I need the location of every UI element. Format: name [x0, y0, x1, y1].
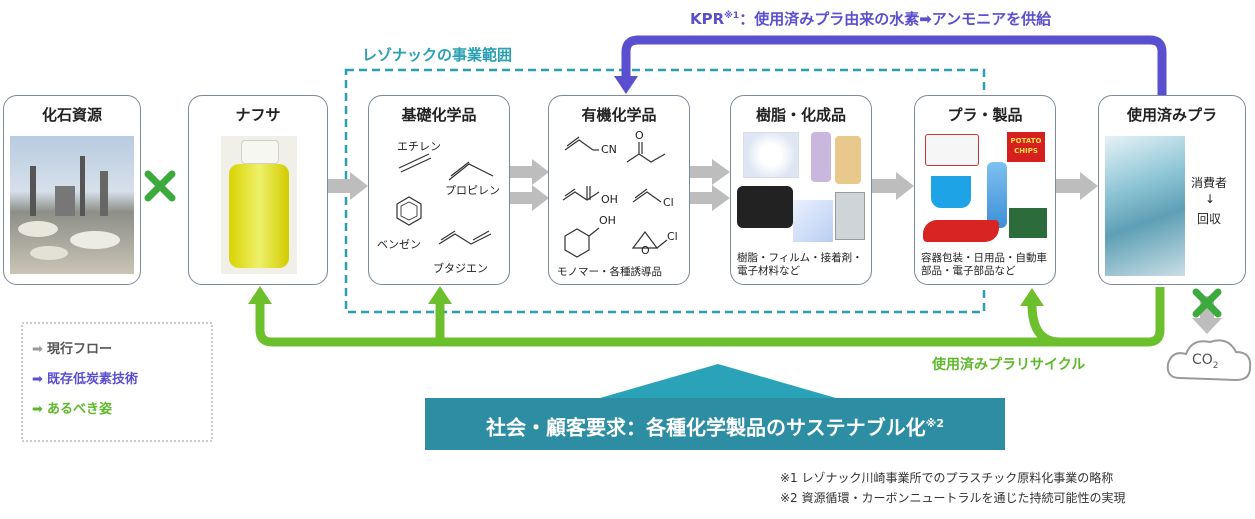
- stage-resins: 樹脂・化成品 樹脂・フィルム・接着剤・電子材料など: [730, 95, 872, 285]
- recycle-arrow-head-naphtha: [248, 286, 272, 304]
- organic-caption: モノマー・各種誘導品: [557, 266, 662, 278]
- kpr-label: KPR: [690, 10, 725, 28]
- rubber-parts-photo: [737, 186, 793, 228]
- legend-text: あるべき姿: [47, 402, 113, 417]
- resins-caption: 樹脂・フィルム・接着剤・電子材料など: [737, 252, 863, 277]
- stage-title: プラ・製品: [947, 106, 1023, 124]
- co2-label: CO2: [1192, 352, 1219, 371]
- stage-title: 基礎化学品: [401, 106, 477, 124]
- co2-sub: 2: [1212, 360, 1219, 371]
- epichlorohydrin-cl-label: Cl: [667, 230, 678, 243]
- recycle-loop-arrow: [255, 287, 1165, 347]
- stage-title: 化石資源: [41, 106, 102, 124]
- cloud-icon: [1166, 339, 1252, 382]
- banner-note-ref: ※2: [925, 417, 944, 430]
- stage-title: ナフサ: [235, 106, 281, 124]
- refinery-photo: [10, 136, 134, 274]
- can-photo: [835, 192, 865, 240]
- stage-naphtha: ナフサ: [188, 95, 328, 285]
- bucket-photo: [931, 176, 971, 208]
- butadiene-label: ブタジエン: [433, 262, 488, 275]
- kpr-note-ref: ※1: [724, 11, 740, 21]
- legend-frame: [21, 322, 213, 442]
- recycle-arrow-head-basic: [428, 286, 452, 304]
- kpr-arrow-head: [614, 76, 638, 94]
- stage-title: 使用済みプラ: [1126, 106, 1217, 124]
- stage-organic-chemicals: 有機化学品 CN O OH OH Cl Cl O モノマー・各種誘導品: [548, 95, 690, 285]
- products-caption: 容器包装・日用品・自動車部品・電子部品など: [921, 252, 1047, 277]
- legend-arrow-icon: ➡: [32, 402, 43, 417]
- arrow-plastic-used: [1056, 172, 1098, 200]
- nitrile-group-label: CN: [601, 143, 617, 156]
- kpr-description: ：使用済みプラ由来の水素➡アンモニアを供給: [739, 10, 1052, 28]
- vinyl-chloride-cl-label: Cl: [663, 196, 674, 209]
- cross-icon: [144, 170, 176, 202]
- arrow-basic-organic-2: [510, 185, 549, 211]
- epoxide-o-label: O: [641, 244, 650, 257]
- naphtha-bottle-photo: [221, 136, 297, 274]
- bumper-photo: [923, 220, 999, 242]
- arrow-used-co2: [1192, 296, 1222, 334]
- legend-item-lowcarbon: ➡ 既存低炭素技術: [32, 365, 138, 395]
- legend: ➡ 現行フロー ➡ 既存低炭素技術 ➡ あるべき姿: [32, 335, 138, 425]
- stage-title: 有機化学品: [581, 106, 657, 124]
- carbonyl-o-label: O: [635, 129, 644, 142]
- banner-text: 社会・顧客要求：各種化学製品のサステナブル化※2: [425, 398, 1005, 450]
- detergent-bottle-photo: [987, 162, 1007, 228]
- arrow-resin-plastic: [872, 172, 914, 200]
- stage-plastic-products: プラ・製品 POTATO CHIPS 容器包装・日用品・自動車部品・電子部品など: [914, 95, 1056, 285]
- organic-structures: [562, 136, 668, 258]
- co2-main: CO: [1192, 352, 1213, 368]
- stage-used-plastics: 使用済みプラ 消費者 ↓ 回収: [1098, 95, 1246, 285]
- recycle-branch-plastic: [1027, 303, 1061, 347]
- requirement-banner: [425, 398, 1005, 450]
- circuit-board-photo: [1009, 208, 1047, 238]
- banner-main: 社会・顧客要求：各種化学製品のサステナブル化: [486, 415, 926, 440]
- film-photo: [793, 200, 833, 242]
- legend-item-ideal: ➡ あるべき姿: [32, 395, 138, 425]
- kpr-flow-arrow: [621, 35, 1167, 95]
- legend-item-current: ➡ 現行フロー: [32, 335, 138, 365]
- recycle-arrow-head-plastic: [1020, 288, 1044, 306]
- potato-chips-bag: POTATO CHIPS: [1007, 132, 1045, 162]
- pellets-photo: [743, 132, 799, 178]
- kpr-heading: KPR※1：使用済みプラ由来の水素➡アンモニアを供給: [690, 8, 1051, 29]
- legend-text: 既存低炭素技術: [47, 372, 139, 387]
- footnote-1: ※1 レゾナック川崎事業所でのプラスチック原料化事業の略称: [780, 471, 1114, 485]
- arrow-naphtha-basic: [328, 172, 368, 200]
- legend-arrow-icon: ➡: [32, 342, 43, 357]
- basic-structures: [396, 153, 494, 245]
- bottle-photo: [835, 136, 861, 184]
- arrow-organic-resin-1: [690, 159, 730, 185]
- footnotes: ※1 レゾナック川崎事業所でのプラスチック原料化事業の略称 ※2 資源循環・カー…: [780, 468, 1126, 508]
- arrow-organic-resin-2: [690, 185, 730, 211]
- recycle-label: 使用済みプラリサイクル: [932, 357, 1086, 373]
- ethylene-label: エチレン: [397, 140, 441, 153]
- cross-icon: [1192, 288, 1222, 318]
- food-tray-photo: [925, 134, 979, 166]
- stage-basic-chemicals: 基礎化学品 エチレン プロピレン ベンゼン ブタジエン: [368, 95, 510, 285]
- collection-label: 回収: [1197, 212, 1222, 226]
- acrylic-oh-label: OH: [601, 193, 618, 206]
- down-arrow-icon: ↓: [1205, 192, 1216, 206]
- bottle-photo: [811, 132, 831, 182]
- stage-fossil-resources: 化石資源: [3, 95, 141, 285]
- consumer-label: 消費者: [1191, 176, 1228, 190]
- phenol-oh-label: OH: [599, 214, 616, 227]
- benzene-label: ベンゼン: [377, 238, 421, 251]
- legend-text: 現行フロー: [47, 342, 113, 357]
- business-scope-label: レゾナックの事業範囲: [362, 46, 513, 64]
- arrow-basic-organic-1: [510, 159, 549, 185]
- propylene-label: プロピレン: [445, 184, 500, 197]
- stage-title: 樹脂・化成品: [755, 106, 846, 124]
- plastic-waste-photo: [1105, 136, 1185, 276]
- legend-arrow-icon: ➡: [32, 372, 43, 387]
- footnote-2: ※2 資源循環・カーボンニュートラルを通じた持続可能性の実現: [780, 491, 1126, 505]
- banner-arrow-head: [600, 364, 836, 398]
- gray-flow-arrows: [328, 159, 1222, 334]
